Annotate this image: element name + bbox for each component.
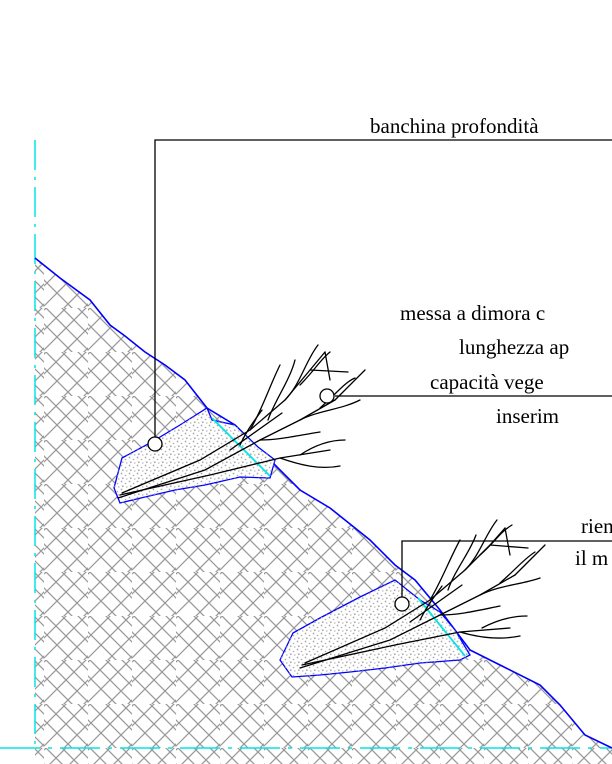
planting-leader	[319, 388, 612, 404]
lower-cut-line	[417, 597, 466, 657]
berm-leader	[147, 139, 612, 452]
soil-hatch-area	[35, 258, 612, 764]
planting-label-line4: inserim	[496, 404, 559, 428]
planting-label-line2: lunghezza ap	[459, 335, 569, 359]
fill-leader	[394, 540, 612, 612]
berm-label: banchina profondità	[370, 114, 539, 138]
lower-branch-bundle	[299, 519, 546, 669]
slope-surface-line	[34, 257, 612, 749]
upper-cut-line	[211, 417, 271, 477]
fill-label-line1: rien	[581, 514, 612, 538]
upper-branch-bundle	[117, 344, 366, 499]
planting-label-line3: capacità vege	[430, 370, 544, 394]
fill-label-line2: il m	[575, 546, 608, 570]
planting-label-line1: messa a dimora c	[400, 301, 545, 325]
